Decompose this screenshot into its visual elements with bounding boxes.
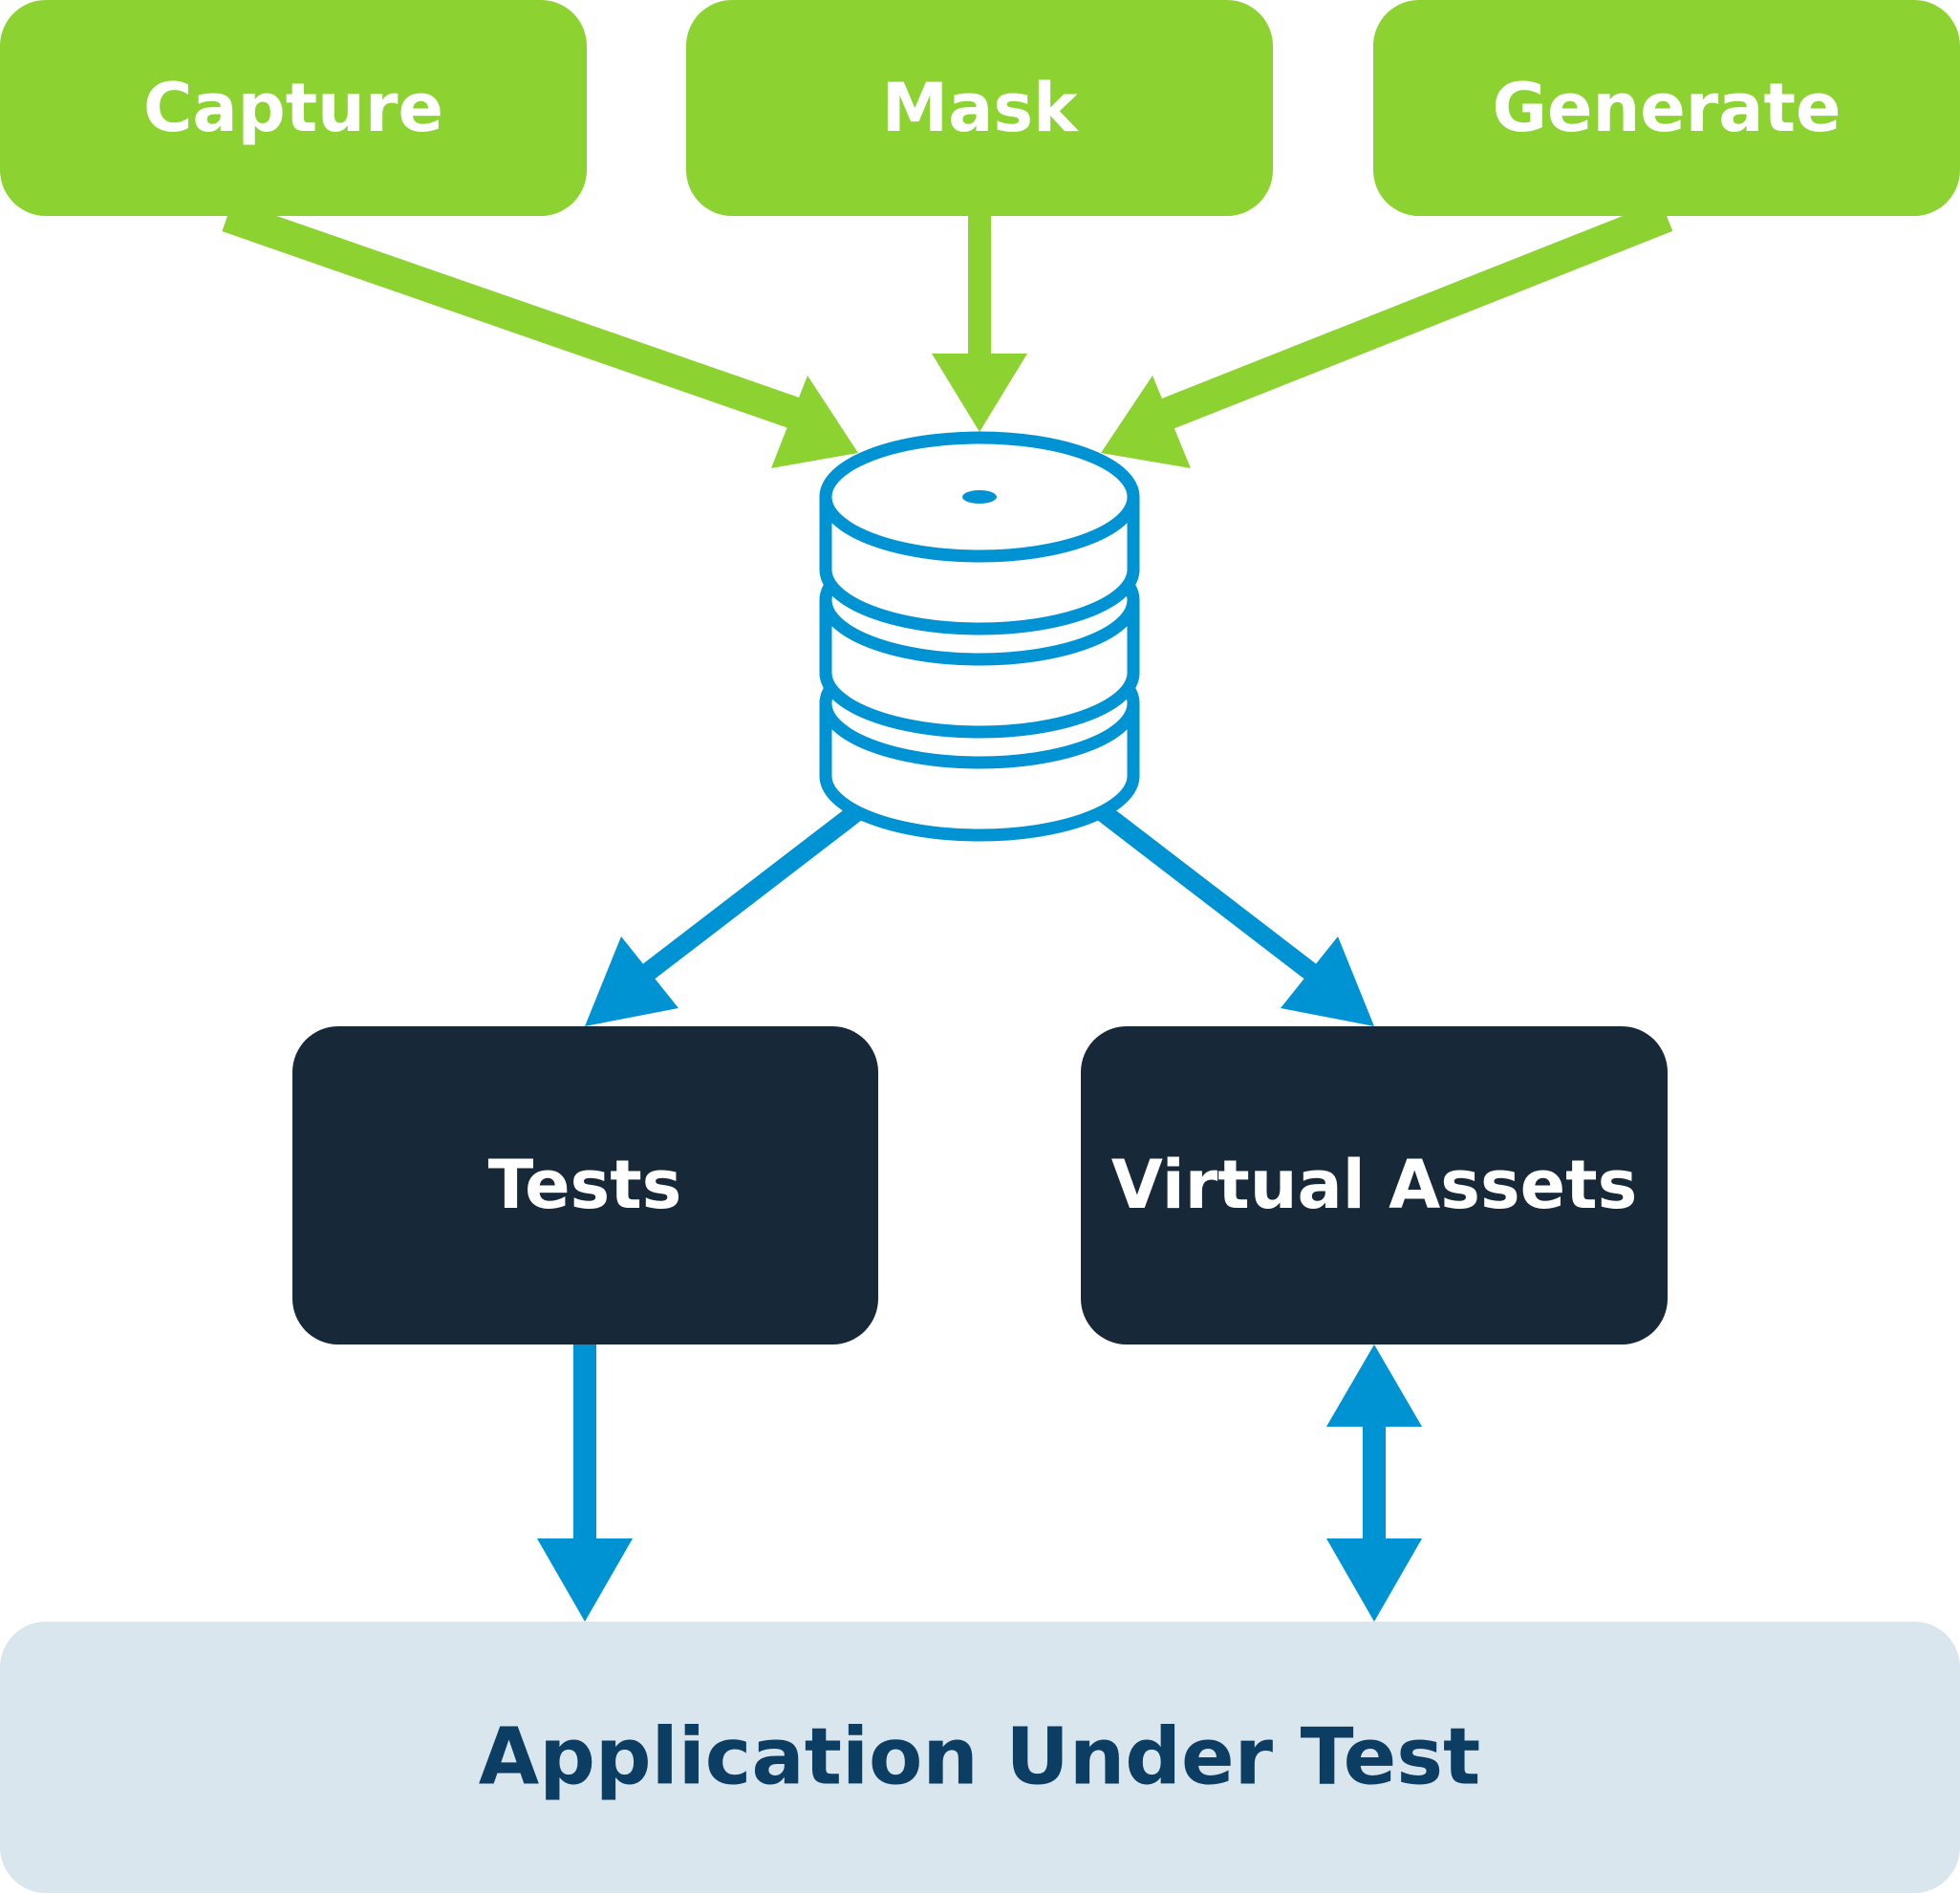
database-icon (819, 431, 1140, 842)
capture-node: Capture (0, 0, 587, 216)
database-dot (962, 490, 997, 504)
generate-to-database-arrow (1101, 201, 1673, 468)
database-to-tests-arrow (585, 805, 863, 1026)
mask-to-database-arrow (932, 216, 1027, 432)
mask-label: Mask (881, 69, 1079, 147)
tests-to-application-arrow (537, 1344, 633, 1622)
virtual-assets-label: Virtual Assets (1111, 1146, 1637, 1224)
application-under-test-label: Application Under Test (479, 1712, 1481, 1803)
application-under-test-node: Application Under Test (0, 1622, 1960, 1893)
capture-label: Capture (143, 69, 443, 147)
virtual-assets-box (1081, 1026, 1668, 1344)
generate-node: Generate (1373, 0, 1960, 216)
generate-label: Generate (1493, 69, 1842, 147)
tests-node: Tests (292, 1026, 878, 1344)
tests-box (292, 1026, 878, 1344)
virtual-assets-node: Virtual Assets (1081, 1026, 1668, 1344)
virtual-assets-application-bidirectional-arrow (1326, 1344, 1422, 1622)
capture-box (0, 0, 587, 216)
application-under-test-box (0, 1622, 1960, 1893)
capture-to-database-arrow (222, 200, 858, 468)
tests-label: Tests (488, 1146, 682, 1224)
mask-box (686, 0, 1273, 216)
generate-box (1373, 0, 1960, 216)
mask-node: Mask (686, 0, 1273, 216)
database-to-virtual-assets-arrow (1096, 805, 1374, 1026)
